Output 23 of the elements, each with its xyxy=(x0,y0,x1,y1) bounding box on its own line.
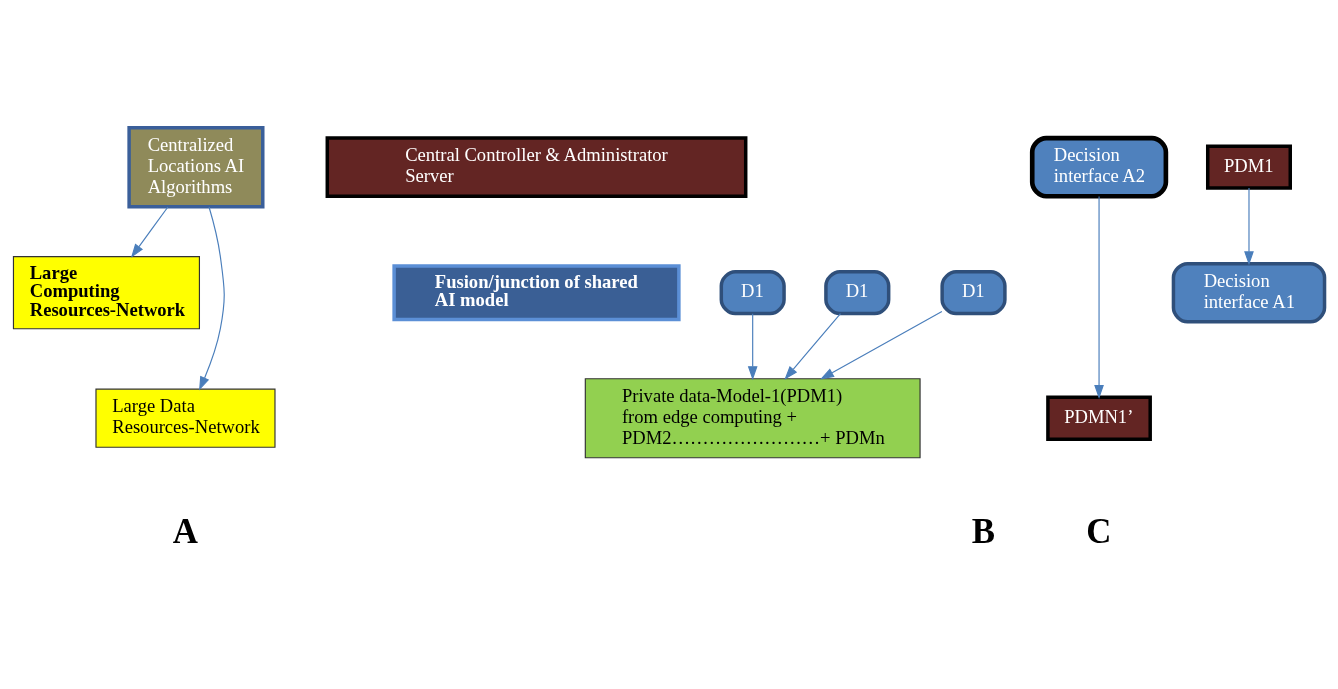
arrow xyxy=(199,205,225,390)
node-box: Large Data Resources-Network xyxy=(95,388,276,448)
node-box: Central Controller & Administrator Server xyxy=(325,135,748,198)
node-box: PDM1 xyxy=(1206,144,1292,190)
node-box: D1 xyxy=(824,269,891,315)
node-box: Decision interface A2 xyxy=(1029,135,1169,199)
arrow xyxy=(1094,195,1104,399)
node-box: D1 xyxy=(719,269,786,315)
node-box: PDMN1’ xyxy=(1046,395,1152,441)
label: A xyxy=(172,511,198,551)
arrow xyxy=(784,312,842,380)
arrow xyxy=(747,312,758,380)
arrow xyxy=(130,205,169,258)
node-box: Private data-Model-1(PDM1) from edge computing + PDM2……………………+ PDMn xyxy=(584,377,921,458)
node-box: Large Computing Resources-Network xyxy=(12,255,200,329)
arrow xyxy=(1244,187,1254,265)
arrow xyxy=(820,310,943,379)
label: C xyxy=(1086,511,1112,551)
node-box: Decision interface A1 xyxy=(1171,261,1327,323)
node-box: Centralized Locations AI Algorithms xyxy=(127,125,265,208)
node-box: D1 xyxy=(940,269,1007,315)
label: B xyxy=(971,511,996,551)
node-box: Fusion/junction of shared AI model xyxy=(392,263,681,321)
